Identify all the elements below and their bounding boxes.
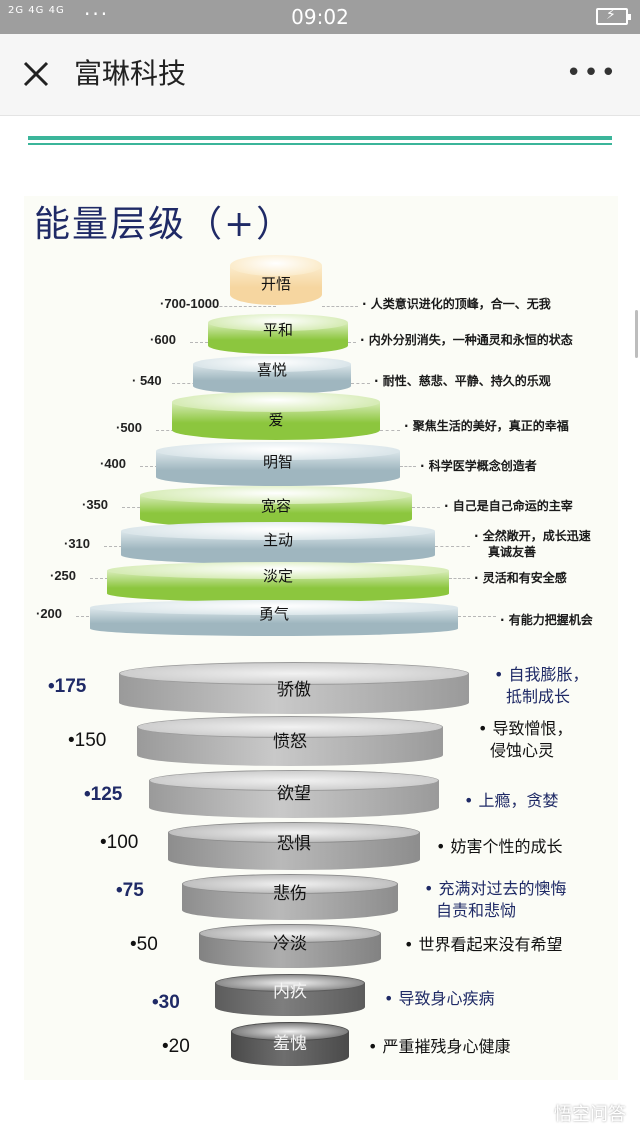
level-value: •175 (48, 676, 87, 697)
lower-level-disc: 恐惧 (168, 822, 420, 870)
upper-level-disc: 主动 (121, 522, 435, 564)
upper-level-disc: 勇气 (90, 600, 458, 636)
upper-level-disc: 喜悦 (193, 356, 351, 394)
level-guide-line (458, 616, 496, 617)
figure-title: 能量层级（+） (34, 204, 295, 245)
level-guide-line (200, 306, 276, 307)
level-description: • 上瘾，贪婪 (464, 791, 559, 810)
decorative-rule (28, 136, 612, 140)
upper-level-disc: 爱 (172, 392, 380, 440)
lower-level-disc: 欲望 (149, 770, 439, 818)
level-value: •50 (130, 934, 158, 955)
lower-level-disc: 羞愧 (231, 1022, 349, 1066)
level-description: · 全然敞开，成长迅速真诚友善 (474, 529, 591, 559)
level-name: 羞愧 (273, 1034, 307, 1054)
level-value: •30 (152, 992, 180, 1013)
level-value: •150 (68, 730, 107, 751)
level-name: 悲伤 (273, 884, 307, 904)
level-guide-line (380, 430, 400, 431)
level-name: 主动 (262, 531, 293, 549)
top-navigation-bar: 富琳科技 ••• (0, 34, 640, 116)
level-name: 淡定 (262, 567, 293, 585)
level-name: 开悟 (260, 275, 291, 293)
level-value: ·310 (64, 536, 91, 551)
level-value: •100 (100, 832, 139, 853)
decorative-rule-thin (28, 143, 612, 145)
level-description: • 严重摧残身心健康 (368, 1037, 511, 1056)
status-bar: 2G 4G 4G ··· 09:02 ⚡ (0, 0, 640, 34)
more-options-icon[interactable]: ••• (565, 58, 618, 88)
lower-level-disc: 骄傲 (119, 662, 469, 714)
upper-level-disc: 明智 (156, 442, 400, 486)
watermark: 悟空问答 (554, 1104, 626, 1125)
lower-level-disc: 冷淡 (199, 924, 381, 968)
notification-dots-icon: ··· (84, 2, 110, 26)
level-value: ·600 (150, 332, 177, 347)
level-guide-line (412, 507, 440, 508)
level-description: · 灵活和有安全感 (474, 571, 567, 585)
level-value: ·700-1000 (160, 296, 220, 311)
level-guide-line (449, 578, 470, 579)
level-guide-line (322, 306, 358, 307)
level-value: · 540 (132, 373, 162, 388)
level-description: • 导致身心疾病 (384, 989, 495, 1008)
level-description: · 有能力把握机会 (500, 613, 593, 627)
signal-icon: 2G 4G 4G (8, 5, 65, 16)
level-guide-line (400, 466, 416, 467)
level-value: •20 (162, 1036, 190, 1057)
level-value: ·500 (116, 420, 143, 435)
level-description: • 世界看起来没有希望 (404, 935, 563, 954)
level-name: 冷淡 (273, 934, 307, 954)
battery-icon: ⚡ (596, 7, 631, 25)
level-value: •125 (84, 784, 123, 805)
level-description: · 耐性、慈悲、平静、持久的乐观 (374, 374, 551, 388)
level-description: · 科学医学概念创造者 (420, 459, 537, 473)
page-title: 富琳科技 (74, 57, 187, 90)
level-name: 喜悦 (256, 361, 287, 379)
level-name: 欲望 (277, 784, 311, 804)
level-name: 恐惧 (277, 834, 311, 854)
level-description: • 导致憎恨，侵蚀心灵 (478, 719, 573, 760)
level-value: ·250 (50, 568, 77, 583)
upper-level-disc: 淡定 (107, 562, 449, 602)
scrollbar[interactable] (635, 310, 638, 358)
level-description: · 人类意识进化的顶峰，合一、无我 (362, 297, 551, 311)
level-description: • 自我膨胀，抵制成长 (494, 665, 589, 706)
upper-level-disc: 平和 (208, 314, 348, 354)
level-name: 愤怒 (273, 732, 307, 752)
upper-level-disc: 开悟 (230, 255, 322, 305)
level-value: ·200 (36, 606, 63, 621)
lower-level-disc: 内疚 (215, 974, 365, 1016)
level-value: ·350 (82, 497, 109, 512)
close-icon[interactable] (20, 58, 52, 90)
level-name: 明智 (262, 453, 293, 471)
status-time: 09:02 (291, 5, 349, 29)
level-guide-line (348, 342, 356, 343)
level-guide-line (435, 546, 470, 547)
level-name: 骄傲 (277, 680, 311, 700)
level-name: 平和 (262, 321, 293, 339)
lower-level-disc: 悲伤 (182, 874, 398, 920)
level-name: 勇气 (258, 605, 289, 623)
level-description: · 聚焦生活的美好，真正的幸福 (404, 419, 569, 433)
level-description: · 内外分别消失，一种通灵和永恒的状态 (360, 333, 573, 347)
level-name: 内疚 (273, 982, 307, 1002)
level-description: · 自己是自己命运的主宰 (444, 499, 573, 513)
level-value: ·400 (100, 456, 127, 471)
level-guide-line (351, 383, 370, 384)
level-name: 宽容 (260, 497, 291, 515)
level-name: 爱 (268, 411, 284, 429)
level-description: • 充满对过去的懊悔自责和悲恸 (424, 879, 567, 920)
level-value: •75 (116, 880, 144, 901)
level-description: • 妨害个性的成长 (436, 837, 563, 856)
lower-level-disc: 愤怒 (137, 716, 443, 766)
